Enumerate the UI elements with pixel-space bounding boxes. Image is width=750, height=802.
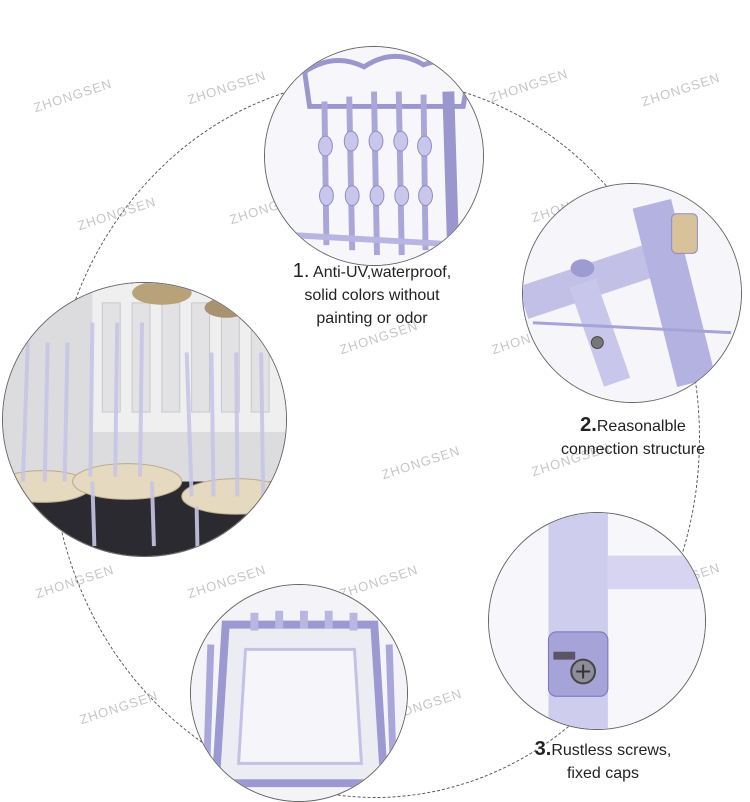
feature-3-line-2: fixed caps (566, 765, 640, 782)
feature-3-caption: 3.Rustless screws, fixed caps (518, 738, 688, 785)
watermark: ZHONGSEN (77, 687, 160, 728)
screw-cap-photo (488, 512, 706, 730)
chair-seat-illustration (191, 585, 407, 801)
banquet-chairs-photo (2, 282, 287, 557)
watermark: ZHONGSEN (639, 69, 722, 110)
screw-cap-illustration (489, 513, 705, 729)
feature-2-line-2: connection structure (560, 441, 706, 458)
watermark: ZHONGSEN (487, 65, 570, 106)
feature-1-line-2: solid colors without (304, 287, 440, 304)
banquet-chairs-illustration (3, 283, 286, 556)
feature-2-line-1: Reasonalble (596, 418, 686, 435)
connection-joint-illustration (523, 184, 741, 402)
chair-back-photo (264, 46, 484, 266)
feature-1-line-3: painting or odor (316, 310, 428, 327)
feature-1-line-1: Anti-UV,waterproof, (313, 264, 452, 281)
chair-back-illustration (265, 47, 483, 265)
feature-1-caption: 1. Anti-UV,waterproof, solid colors with… (262, 260, 482, 330)
watermark: ZHONGSEN (31, 75, 114, 116)
watermark: ZHONGSEN (185, 67, 268, 108)
feature-2-caption: 2.Reasonalble connection structure (548, 414, 718, 461)
feature-3-line-1: Rustless screws, (551, 742, 672, 759)
feature-1-number: 1. (292, 260, 310, 282)
feature-3-number: 3. (534, 738, 552, 760)
connection-joint-photo (522, 183, 742, 403)
feature-2-number: 2. (580, 414, 597, 436)
chair-seat-photo (190, 584, 408, 802)
